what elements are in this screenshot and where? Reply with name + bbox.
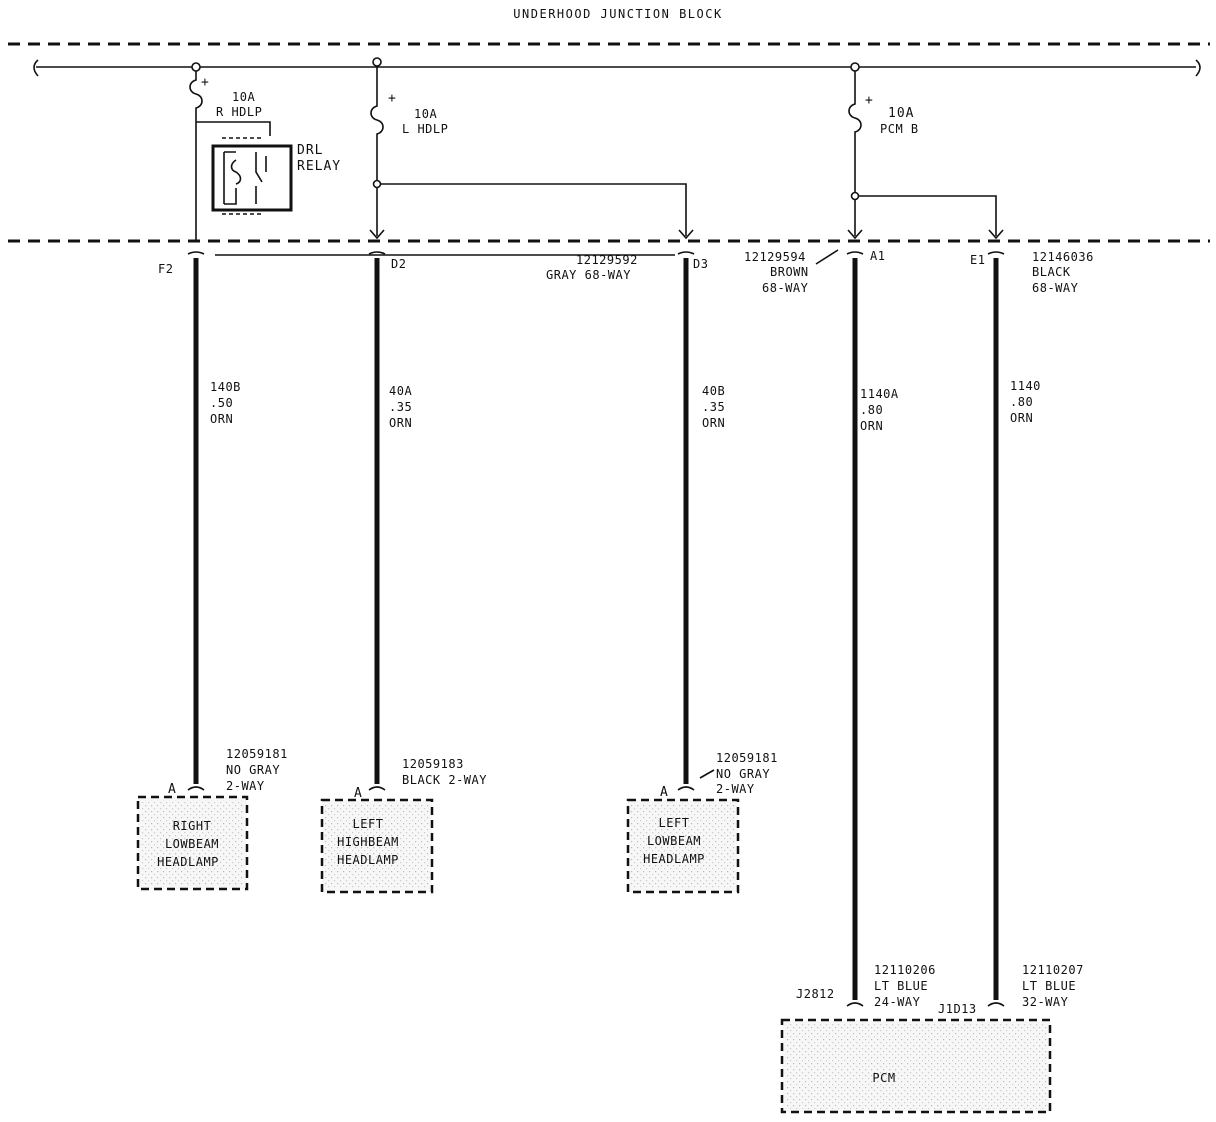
svg-text:ORN: ORN [1010,411,1033,425]
fuse-rating-label: 10A [414,107,437,121]
terminal-d3: D3 [693,257,708,271]
svg-text:ORN: ORN [210,412,233,426]
svg-text:HEADLAMP: HEADLAMP [643,852,705,866]
svg-text:ORN: ORN [702,416,725,430]
svg-text:24-WAY: 24-WAY [874,995,921,1009]
pcm-connector-j2812-label: J2812 12110206 LT BLUE 24-WAY [796,963,936,1009]
svg-text:.80: .80 [860,403,883,417]
svg-text:12059181: 12059181 [226,747,288,761]
wire-label-40a: 40A .35 ORN [389,384,412,430]
svg-text:NO GRAY: NO GRAY [226,763,280,777]
fuse-pcm-b: + 10A PCM B [847,71,1004,240]
relay-label-line1: DRL [297,143,323,158]
svg-text:LEFT: LEFT [659,816,690,830]
terminal-d2: D2 [391,257,406,271]
svg-text:LOWBEAM: LOWBEAM [647,834,701,848]
svg-text:BLACK 2-WAY: BLACK 2-WAY [402,773,487,787]
left-lowbeam-headlamp: LEFT LOWBEAM HEADLAMP [626,798,740,894]
svg-text:12110206: 12110206 [874,963,936,977]
terminal-f2: F2 [158,262,173,276]
left-highbeam-headlamp: LEFT HIGHBEAM HEADLAMP [320,798,434,894]
svg-text:12129594: 12129594 [744,250,806,264]
svg-text:40B: 40B [702,384,725,398]
fuse-name-label: PCM B [880,122,919,136]
svg-text:ORN: ORN [860,419,883,433]
svg-text:.35: .35 [702,400,725,414]
pin-a-label: A [660,785,669,800]
black-connector-label: 12146036 BLACK 68-WAY [1032,250,1094,295]
fuse-name-label: R HDLP [216,105,262,119]
wire-label-140b: 140B .50 ORN [210,380,241,426]
svg-text:LT BLUE: LT BLUE [874,979,928,993]
left-highbeam-connector-label: 12059183 BLACK 2-WAY A [354,757,487,801]
svg-text:12110207: 12110207 [1022,963,1084,977]
svg-text:NO GRAY: NO GRAY [716,767,770,781]
svg-text:LT BLUE: LT BLUE [1022,979,1076,993]
svg-text:LOWBEAM: LOWBEAM [165,837,219,851]
svg-text:J2812: J2812 [796,987,835,1001]
svg-text:LEFT: LEFT [353,817,384,831]
svg-text:BLACK: BLACK [1032,265,1071,279]
svg-text:J1D13: J1D13 [938,1002,977,1016]
svg-text:RIGHT: RIGHT [173,819,212,833]
svg-text:40A: 40A [389,384,412,398]
brown-connector-label: 12129594 BROWN 68-WAY [744,249,839,295]
drl-relay: DRL RELAY [211,137,341,215]
gray-connector-label: 12129592 GRAY 68-WAY [546,253,638,282]
pin-a-label: A [168,782,177,797]
fuse-rating-label: 10A [888,106,914,121]
svg-text:ORN: ORN [389,416,412,430]
svg-text:32-WAY: 32-WAY [1022,995,1069,1009]
terminal-a1: A1 [870,249,885,263]
svg-text:2-WAY: 2-WAY [716,782,755,796]
svg-text:12059181: 12059181 [716,751,778,765]
diagram-title: UNDERHOOD JUNCTION BLOCK [513,7,722,21]
fuse-l-hdlp: + 10A L HDLP [369,66,694,240]
pin-a-label: A [354,786,363,801]
wire-label-1140a: 1140A .80 ORN [860,387,899,433]
svg-text:1140A: 1140A [860,387,899,401]
svg-text:HEADLAMP: HEADLAMP [337,853,399,867]
svg-text:2-WAY: 2-WAY [226,779,265,793]
right-lowbeam-connector-label: 12059181 NO GRAY 2-WAY A [168,747,288,797]
left-lowbeam-connector-label: 12059181 NO GRAY 2-WAY A [660,751,778,800]
svg-text:HEADLAMP: HEADLAMP [157,855,219,869]
svg-text:GRAY 68-WAY: GRAY 68-WAY [546,268,631,282]
svg-text:12146036: 12146036 [1032,250,1094,264]
svg-text:68-WAY: 68-WAY [762,281,809,295]
svg-text:.35: .35 [389,400,412,414]
pcm-module: PCM [780,1018,1052,1114]
ujb-connector-marks [187,251,1005,256]
relay-label-line2: RELAY [297,159,341,174]
svg-text:140B: 140B [210,380,241,394]
wire-label-1140: 1140 .80 ORN [1010,379,1041,425]
svg-text:BROWN: BROWN [770,265,809,279]
lamp-connector-marks [187,769,715,791]
fuse-name-label: L HDLP [402,122,448,136]
svg-text:1140: 1140 [1010,379,1041,393]
wire-label-40b: 40B .35 ORN [702,384,725,430]
svg-text:HIGHBEAM: HIGHBEAM [337,835,399,849]
pcm-label: PCM [872,1071,895,1085]
fuse-rating-label: 10A [232,90,255,104]
terminal-e1: E1 [970,253,985,267]
svg-text:12059183: 12059183 [402,757,464,771]
fuse-plus-sign: + [388,91,397,106]
fuse-r-hdlp: + 10A R HDLP [189,71,271,241]
right-lowbeam-headlamp: RIGHT LOWBEAM HEADLAMP [136,795,249,891]
pcm-connector-j1d13-label: J1D13 12110207 LT BLUE 32-WAY [938,963,1084,1016]
fuse-plus-sign: + [865,93,874,108]
power-bus [33,57,1201,77]
svg-text:12129592: 12129592 [576,253,638,267]
svg-text:.50: .50 [210,396,233,410]
pcm-connector-marks [846,1002,1005,1007]
svg-text:.80: .80 [1010,395,1033,409]
fuse-plus-sign: + [201,75,210,90]
svg-text:68-WAY: 68-WAY [1032,281,1079,295]
